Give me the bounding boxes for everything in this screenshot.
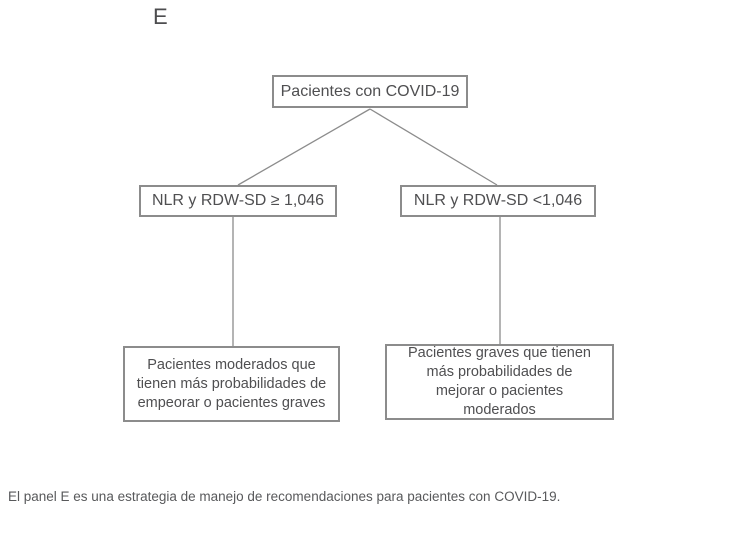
connector-root-to-right (369, 108, 498, 186)
flowchart-node-outcome-improve: Pacientes graves que tienen más probabil… (385, 344, 614, 420)
flowchart-node-outcome-worsen: Pacientes moderados que tienen más proba… (123, 346, 340, 422)
connector-root-to-left (237, 108, 371, 186)
figure-caption: El panel E es una estrategia de manejo d… (8, 489, 561, 504)
flowchart-node-patients-covid19: Pacientes con COVID-19 (272, 75, 468, 108)
panel-label: E (153, 4, 168, 29)
flowchart-node-criteria-low: NLR y RDW-SD <1,046 (400, 185, 596, 217)
flowchart-node-criteria-high: NLR y RDW-SD ≥ 1,046 (139, 185, 337, 217)
